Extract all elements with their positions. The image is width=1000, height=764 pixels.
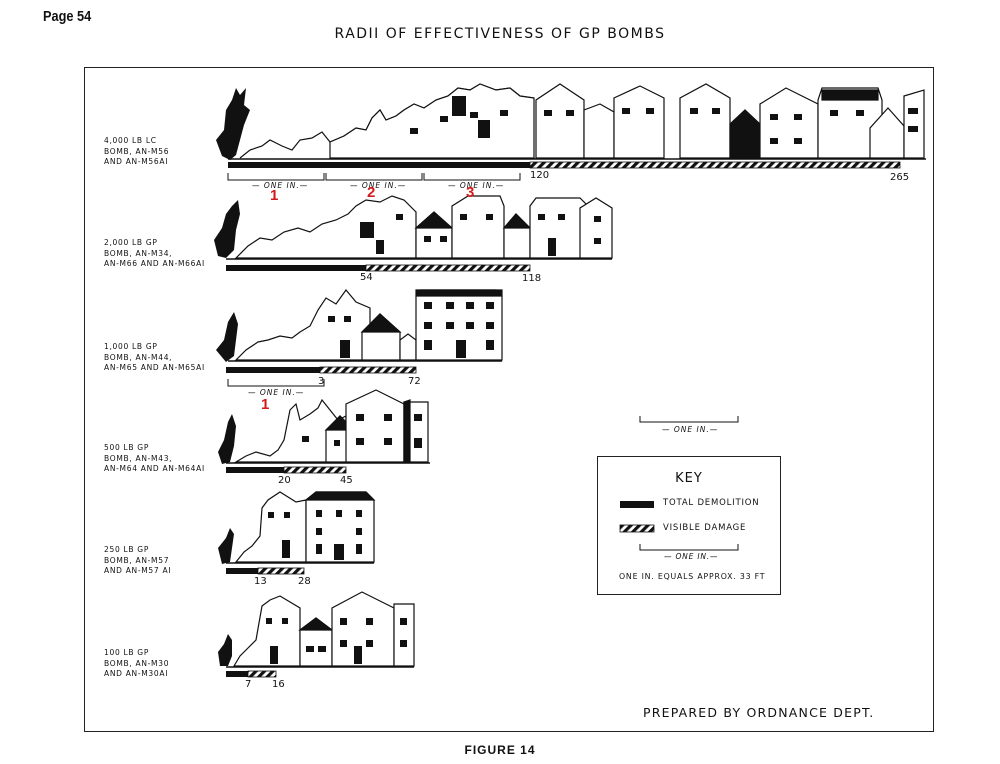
demolition-radius-1000: 3 <box>318 376 325 387</box>
window-marks <box>268 510 362 560</box>
demolition-bar-4000 <box>228 162 530 168</box>
scale-label: — ONE IN.— <box>350 181 407 190</box>
explosion-plume <box>214 200 240 258</box>
row-500-scene <box>218 389 430 464</box>
key-visible-damage: VISIBLE DAMAGE <box>663 523 747 533</box>
building-silhouettes <box>360 289 503 361</box>
explosion-plume <box>218 414 236 464</box>
prepared-by: PREPARED BY ORDNANCE DEPT. <box>643 705 875 720</box>
window-marks <box>410 96 918 144</box>
demolition-bar-2000 <box>226 265 366 271</box>
figure-title: RADII OF EFFECTIVENESS OF GP BOMBS <box>334 26 666 42</box>
key-symbols <box>619 501 739 551</box>
scale-brackets <box>227 173 739 423</box>
explosion-plume <box>216 312 238 362</box>
ruined-houses <box>234 289 371 361</box>
demolition-radius-500: 20 <box>278 475 291 486</box>
damage-bar-100 <box>247 670 277 678</box>
row-label-4000: 4,000 LB LC BOMB, AN-M56 AND AN-M56AI <box>104 136 170 166</box>
scale-label: — ONE IN.— <box>248 388 305 397</box>
window-marks <box>266 618 407 664</box>
row-label-100: 100 LB GP BOMB, AN-M30 AND AN-M30AI <box>104 648 170 678</box>
damage-radius-500: 45 <box>340 475 353 486</box>
ruined-houses <box>234 491 307 563</box>
annotation-number: 1 <box>270 187 279 204</box>
annotation-number: 2 <box>367 184 376 201</box>
building-silhouettes <box>298 591 415 667</box>
building-silhouettes <box>414 195 613 259</box>
damage-bar-250 <box>257 567 305 575</box>
window-marks <box>328 302 494 358</box>
explosion-plume <box>218 634 232 666</box>
row-label-1000: 1,000 LB GP BOMB, AN-M44, AN-M65 AND AN-… <box>104 342 205 372</box>
row-1000-scene <box>216 289 503 362</box>
damage-bar-2000 <box>365 264 531 272</box>
damage-bar-4000 <box>529 161 901 169</box>
damage-bar-1000 <box>319 366 417 374</box>
scale-label: — ONE IN.— <box>662 425 719 434</box>
figure-frame <box>84 67 934 732</box>
building-silhouettes <box>535 83 925 159</box>
row-100-scene <box>218 591 415 668</box>
demolition-bar-100 <box>226 671 248 677</box>
scale-label: — ONE IN.— <box>252 181 309 190</box>
damage-radius-1000: 72 <box>408 376 421 387</box>
demolition-bar-1000 <box>226 367 320 373</box>
explosion-plume <box>218 528 234 564</box>
key-demolition-swatch <box>620 501 654 508</box>
window-marks <box>360 214 601 256</box>
building-silhouettes <box>324 389 429 463</box>
damage-radius-100: 16 <box>272 679 285 690</box>
row-label-500: 500 LB GP BOMB, AN-M43, AN-M64 AND AN-M6… <box>104 443 205 473</box>
key-scale-bracket <box>639 544 739 551</box>
key-damage-swatch <box>619 524 655 533</box>
row-4000-scene <box>216 83 926 160</box>
page-number: Page 54 <box>43 8 92 25</box>
row-label-2000: 2,000 LB GP BOMB, AN-M34, AN-M66 AND AN-… <box>104 238 205 268</box>
damage-radius-2000: 118 <box>522 273 542 284</box>
figure-caption: FIGURE 14 <box>464 743 536 757</box>
scale-label: — ONE IN.— <box>448 181 505 190</box>
ruined-houses <box>232 595 301 667</box>
ruined-houses <box>329 83 535 159</box>
ruined-houses <box>234 195 417 259</box>
demolition-bar-250 <box>226 568 258 574</box>
row-250-scene <box>218 491 376 564</box>
damage-bar-500 <box>283 466 347 474</box>
annotation-number: 3 <box>466 184 475 201</box>
demolition-radius-250: 13 <box>254 576 267 587</box>
key-total-demolition: TOTAL DEMOLITION <box>663 498 760 508</box>
window-marks <box>302 414 422 448</box>
explosion-plume <box>216 88 250 160</box>
key-box: KEY <box>597 456 781 595</box>
effect-radius-bars <box>226 161 901 678</box>
damage-radius-4000: 265 <box>890 172 910 183</box>
damage-radius-250: 28 <box>298 576 311 587</box>
key-one-in: — ONE IN.— <box>664 552 719 561</box>
row-2000-scene <box>214 195 613 260</box>
key-title: KEY <box>675 471 703 486</box>
demolition-radius-4000: 120 <box>530 170 550 181</box>
demolition-radius-100: 7 <box>245 679 252 690</box>
annotation-number: 1 <box>261 396 270 413</box>
demolition-bar-500 <box>226 467 284 473</box>
key-scale-equivalence: ONE IN. EQUALS APPROX. 33 FT <box>619 572 766 581</box>
demolition-radius-2000: 54 <box>360 272 373 283</box>
row-label-250: 250 LB GP BOMB, AN-M57 AND AN-M57 AI <box>104 545 172 575</box>
